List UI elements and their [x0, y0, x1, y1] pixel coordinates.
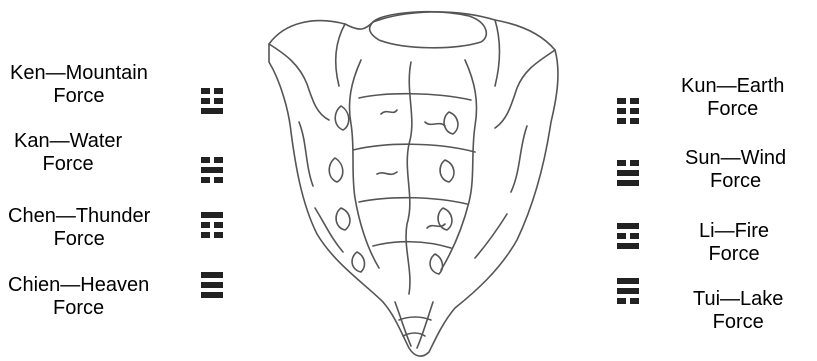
line-segment: [214, 98, 223, 104]
label-li-fire: Li—Fire Force: [699, 220, 769, 266]
line-segment: [201, 177, 210, 183]
line-segment: [617, 180, 639, 186]
force-word: Force: [10, 85, 148, 108]
label-ken-mountain: Ken—Mountain Force: [10, 62, 148, 108]
force-name: Tui—Lake: [693, 288, 783, 311]
force-name: Sun—Wind: [685, 147, 786, 170]
broken-line: [617, 108, 639, 114]
line-segment: [630, 118, 639, 124]
solid-line: [201, 272, 223, 278]
line-segment: [617, 298, 626, 304]
broken-line: [617, 98, 639, 104]
line-segment: [617, 108, 626, 114]
line-segment: [630, 98, 639, 104]
sacrum-illustration: [255, 2, 565, 359]
line-segment: [617, 278, 639, 284]
trigram-tui-lake-icon: [617, 278, 639, 308]
broken-line: [617, 298, 639, 304]
solid-line: [201, 167, 223, 173]
line-segment: [617, 170, 639, 176]
line-segment: [214, 88, 223, 94]
label-chien-heaven: Chien—Heaven Force: [8, 274, 149, 320]
line-segment: [630, 298, 639, 304]
broken-line: [201, 232, 223, 238]
force-name: Chien—Heaven: [8, 274, 149, 297]
label-kan-water: Kan—Water Force: [14, 130, 122, 176]
line-segment: [214, 232, 223, 238]
line-segment: [201, 212, 223, 218]
line-segment: [214, 157, 223, 163]
solid-line: [617, 170, 639, 176]
trigram-sun-wind-icon: [617, 160, 639, 190]
broken-line: [201, 88, 223, 94]
solid-line: [617, 278, 639, 284]
solid-line: [617, 180, 639, 186]
broken-line: [201, 98, 223, 104]
force-name: Li—Fire: [699, 220, 769, 243]
line-segment: [630, 160, 639, 166]
solid-line: [617, 223, 639, 229]
solid-line: [617, 288, 639, 294]
force-name: Kan—Water: [14, 130, 122, 153]
broken-line: [201, 177, 223, 183]
force-word: Force: [8, 228, 150, 251]
broken-line: [617, 160, 639, 166]
line-segment: [201, 222, 210, 228]
broken-line: [201, 222, 223, 228]
solid-line: [201, 108, 223, 114]
force-word: Force: [685, 170, 786, 193]
line-segment: [617, 243, 639, 249]
trigram-ken-mountain-icon: [201, 88, 223, 118]
label-kun-earth: Kun—Earth Force: [681, 75, 784, 121]
line-segment: [201, 108, 223, 114]
trigram-kun-earth-icon: [617, 98, 639, 128]
label-sun-wind: Sun—Wind Force: [685, 147, 786, 193]
line-segment: [201, 282, 223, 288]
solid-line: [201, 292, 223, 298]
line-segment: [617, 160, 626, 166]
trigram-kan-water-icon: [201, 157, 223, 187]
line-segment: [214, 222, 223, 228]
force-word: Force: [681, 98, 784, 121]
force-name: Ken—Mountain: [10, 62, 148, 85]
solid-line: [617, 243, 639, 249]
force-name: Kun—Earth: [681, 75, 784, 98]
line-segment: [201, 88, 210, 94]
line-segment: [201, 157, 210, 163]
broken-line: [617, 118, 639, 124]
solid-line: [201, 282, 223, 288]
line-segment: [201, 98, 210, 104]
line-segment: [201, 272, 223, 278]
label-tui-lake: Tui—Lake Force: [693, 288, 783, 334]
force-word: Force: [8, 297, 149, 320]
label-chen-thunder: Chen—Thunder Force: [8, 205, 150, 251]
line-segment: [617, 118, 626, 124]
line-segment: [617, 223, 639, 229]
force-word: Force: [699, 243, 769, 266]
broken-line: [201, 157, 223, 163]
line-segment: [617, 98, 626, 104]
trigram-chien-heaven-icon: [201, 272, 223, 302]
line-segment: [201, 167, 223, 173]
trigram-chen-thunder-icon: [201, 212, 223, 242]
line-segment: [617, 233, 626, 239]
line-segment: [630, 108, 639, 114]
force-word: Force: [693, 311, 783, 334]
line-segment: [630, 233, 639, 239]
line-segment: [214, 177, 223, 183]
broken-line: [617, 233, 639, 239]
force-name: Chen—Thunder: [8, 205, 150, 228]
trigram-li-fire-icon: [617, 223, 639, 253]
force-word: Force: [14, 153, 122, 176]
line-segment: [617, 288, 639, 294]
line-segment: [201, 232, 210, 238]
line-segment: [201, 292, 223, 298]
solid-line: [201, 212, 223, 218]
